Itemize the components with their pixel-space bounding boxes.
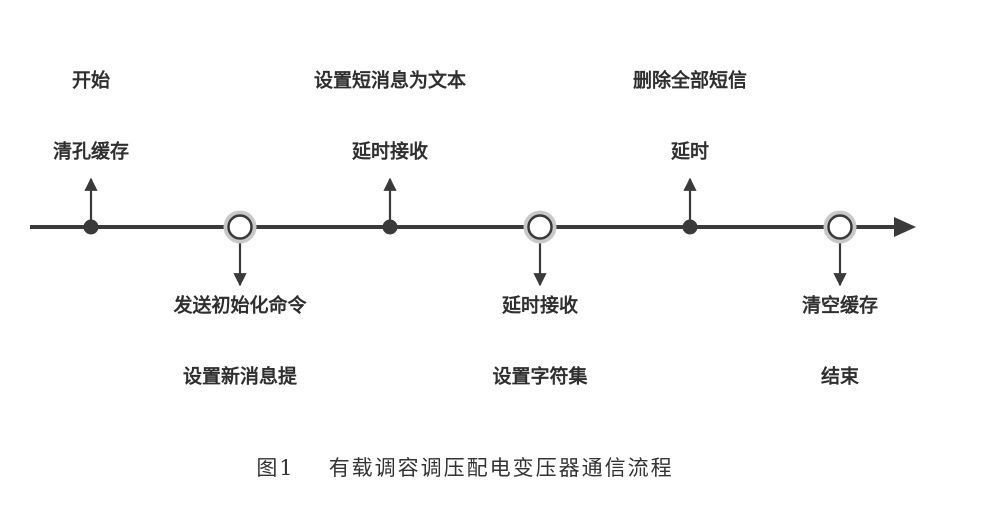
step-1-dot-node <box>83 219 99 235</box>
step-3-label-2: 设置短消息为文本 <box>313 69 467 92</box>
step-5-dot-node <box>682 219 698 235</box>
figure-title: 有载调容调压配电变压器通信流程 <box>328 456 674 480</box>
step-2-label-1: 发送初始化命令 <box>173 294 307 317</box>
step-1-label-1: 清孔缓存 <box>52 140 130 163</box>
step-4-label-2: 设置字符集 <box>492 365 588 388</box>
step-6-ring-node <box>827 214 853 240</box>
step-4-label-1: 延时接收 <box>501 294 579 317</box>
step-5-label-2: 删除全部短信 <box>632 69 748 92</box>
step-2-ring-node <box>227 214 253 240</box>
step-4-ring-node <box>527 214 553 240</box>
step-6-label-2: 结束 <box>820 365 860 388</box>
step-3-label-1: 延时接收 <box>351 140 429 163</box>
figure-caption: 图1 有载调容调压配电变压器通信流程 <box>256 452 673 482</box>
step-2-label-2: 设置新消息提 <box>182 365 298 388</box>
step-1-label-2: 开始 <box>71 69 111 92</box>
step-6-label-1: 清空缓存 <box>801 294 879 317</box>
step-5-label-1: 延时 <box>670 140 710 163</box>
figure-number: 图1 <box>256 456 295 480</box>
timeline-arrow-head <box>894 217 916 237</box>
step-3-dot-node <box>382 219 398 235</box>
